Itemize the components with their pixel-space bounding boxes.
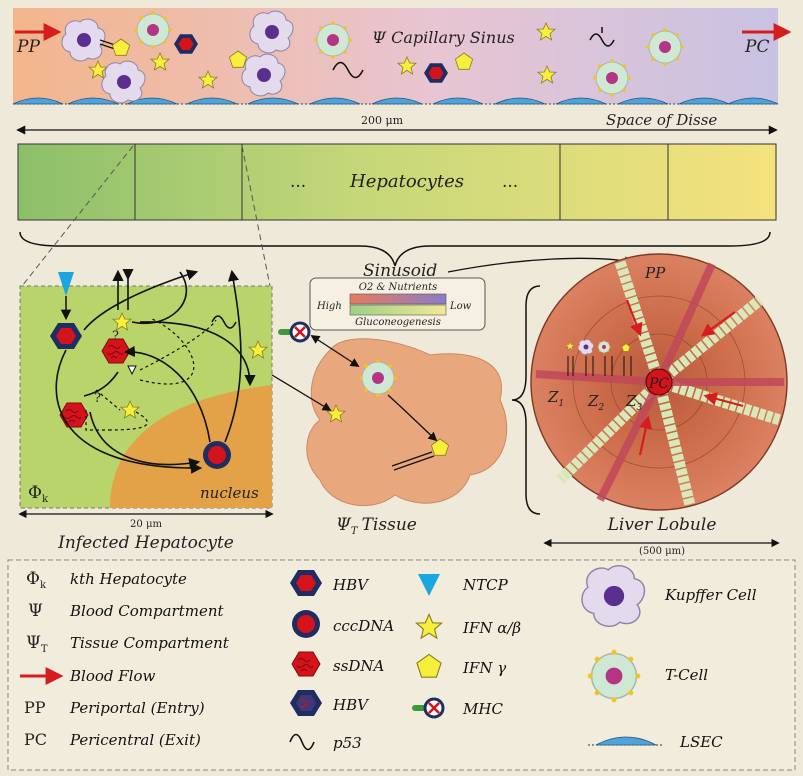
central-vein (645, 368, 673, 396)
legend-pp-symbol: PP (24, 698, 46, 717)
legend-pc-symbol: PC (24, 730, 47, 749)
t-cell (592, 58, 632, 98)
t-cell (645, 27, 685, 67)
gradient-high: High (316, 301, 342, 312)
legend-kth-hepatocyte: kth Hepatocyte (70, 570, 187, 588)
cccdna-icon (292, 610, 320, 638)
scale-20um: 20 μm (130, 519, 162, 530)
tcell-icon (586, 648, 642, 704)
legend-psi-symbol: Ψ (28, 601, 43, 621)
t-cell (133, 10, 173, 50)
nucleus-region (110, 385, 272, 508)
legend-ntcp: NTCP (462, 576, 509, 594)
legend-hbv-2: HBV (332, 696, 370, 714)
p53 (589, 27, 615, 47)
legend-pericentral: Pericentral (Exit) (69, 731, 201, 749)
legend-cccdna: cccDNA (333, 617, 394, 635)
legend-col-3: NTCP IFN α/β IFN γ MHC (410, 574, 521, 719)
sinusoid-brace (19, 231, 771, 267)
p53 (332, 61, 364, 79)
capillary-scale: 200 μm Space of Disse (16, 111, 778, 135)
legend-kupffer: Kupffer Cell (664, 586, 757, 604)
sinusoid-label: Sinusoid (363, 261, 437, 281)
p53 (211, 315, 237, 329)
legend-col-2: HBV cccDNA ssDNA HBV p53 (289, 570, 394, 752)
capillary-pp-label: PP (16, 37, 40, 57)
phi-k-label: Φk (28, 483, 49, 505)
ntcp-icon (418, 574, 440, 596)
legend-p53: p53 (333, 734, 362, 752)
ntcp-receptor (58, 272, 74, 296)
legend-tcell: T-Cell (665, 666, 708, 684)
capillary-pc-label: PC (744, 37, 769, 57)
capillary-title: Ψ Capillary Sinus (372, 28, 515, 47)
zone-2-label: Z2 (587, 392, 604, 413)
capillary-sinus: PP PC Ψ Capillary Sinus (12, 8, 792, 105)
legend-hbv: HBV (332, 576, 370, 594)
infected-hepatocyte-title: Infected Hepatocyte (57, 533, 234, 553)
legend-ifn-ab: IFN α/β (462, 619, 521, 637)
hbv-blue-icon (290, 690, 322, 716)
question-mark-1: ? (112, 329, 119, 344)
hepatocytes-dots-right: ... (502, 172, 518, 192)
lobule-pp-label: PP (644, 264, 666, 282)
hepatocytes-dots-left: ... (290, 172, 306, 192)
t-cell (313, 20, 353, 60)
gradient-key: O2 & Nutrients Gluconeogenesis High Low (309, 277, 486, 331)
legend-ssdna: ssDNA (333, 657, 385, 675)
p53-icon (289, 733, 315, 751)
cccdna (203, 441, 231, 469)
gluconeogenesis-label: Gluconeogenesis (355, 317, 441, 328)
lobule-brace (511, 285, 541, 515)
legend: Φk kth Hepatocyte Ψ Blood Compartment ΨT… (7, 559, 796, 771)
liver-lobule-title: Liver Lobule (607, 515, 717, 535)
liver-lobule: PC PP Z1 Z2 Z3 Liver Lobule (500 μm) (530, 253, 788, 557)
legend-periportal: Periportal (Entry) (69, 699, 205, 717)
lobule-pc-label: PC (648, 376, 669, 392)
legend-tissue-compartment: Tissue Compartment (70, 634, 230, 652)
nucleus-label: nucleus (200, 484, 259, 502)
t-cell (597, 340, 611, 354)
zone-3-label: Z3 (625, 392, 642, 413)
legend-lsec: LSEC (679, 733, 723, 751)
scale-500um: (500 μm) (639, 546, 685, 557)
mhc (276, 321, 311, 343)
infected-hepatocyte: nucleus Φk ? ? (18, 269, 274, 553)
gradient-low: Low (449, 301, 472, 312)
lsec-row (12, 97, 779, 105)
hepatocytes-bar: Hepatocytes ... ... Sinusoid (17, 143, 777, 287)
legend-mhc: MHC (462, 700, 503, 718)
lsec-icon (588, 736, 664, 746)
o2-nutrients-label: O2 & Nutrients (359, 282, 438, 293)
legend-blood-compartment: Blood Compartment (69, 602, 224, 620)
question-mark-2: ? (94, 391, 101, 406)
zone-1-label: Z1 (547, 388, 564, 409)
sinusoid-spokes (535, 262, 784, 502)
hepatocytes-label: Hepatocytes (349, 171, 464, 192)
scale-200um: 200 μm (361, 114, 404, 127)
legend-ifn-g: IFN γ (462, 659, 506, 677)
space-of-disse-label: Space of Disse (606, 111, 717, 129)
legend-col-4: Kupffer Cell T-Cell LSEC (581, 564, 757, 751)
legend-blood-flow: Blood Flow (69, 667, 155, 685)
legend-col-1: Φk kth Hepatocyte Ψ Blood Compartment ΨT… (20, 569, 230, 749)
t-cell (358, 358, 398, 398)
